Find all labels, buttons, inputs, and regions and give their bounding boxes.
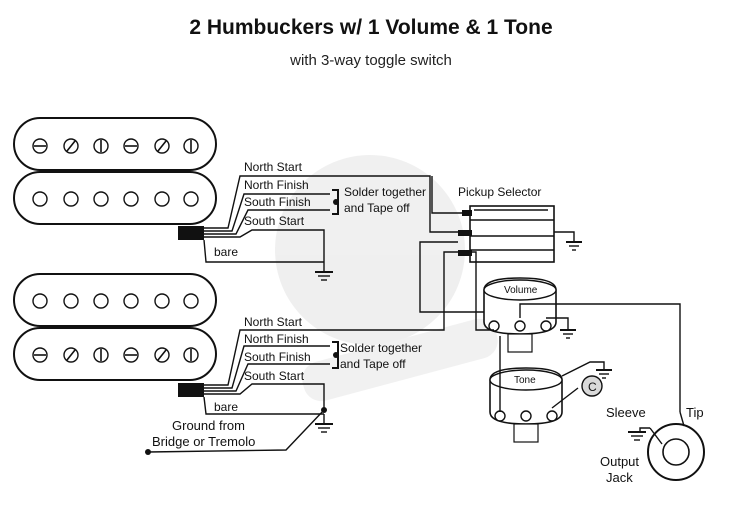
volume-pot: [466, 251, 681, 412]
bridge-coil-bottom: [13, 327, 217, 381]
bridge-bare-label: bare: [214, 400, 238, 414]
tone-label: Tone: [514, 375, 536, 386]
neck-bare-label: bare: [214, 245, 238, 259]
bridge-leads: [145, 251, 466, 455]
bridge-pole-screws-bottom: [32, 347, 199, 363]
bridge-north-start-label: North Start: [244, 315, 303, 329]
neck-coil-top: [13, 117, 217, 171]
neck-south-start-label: South Start: [244, 214, 305, 228]
jack-output-label-2: Jack: [606, 470, 633, 485]
neck-solder-note-2: and Tape off: [344, 201, 410, 215]
pickup-selector-label: Pickup Selector: [458, 185, 541, 199]
tone-pot: [489, 336, 612, 443]
neck-cable-jacket: [178, 226, 204, 240]
volume-label: Volume: [504, 285, 538, 296]
diagram-subtitle: with 3-way toggle switch: [290, 52, 452, 69]
neck-ground-symbol: [315, 262, 333, 281]
jack-output-label-1: Output: [600, 454, 639, 469]
diagram-title: 2 Humbuckers w/ 1 Volume & 1 Tone: [189, 16, 553, 39]
jack-tip-label: Tip: [686, 405, 704, 420]
bridge-north-finish-label: North Finish: [244, 332, 309, 346]
neck-humbucker: [13, 117, 217, 240]
bridge-ground-symbol: [315, 414, 333, 433]
bridge-humbucker: [13, 273, 217, 397]
bridge-south-finish-label: South Finish: [244, 350, 311, 364]
neck-north-start-label: North Start: [244, 160, 303, 174]
neck-south-finish-label: South Finish: [244, 195, 311, 209]
ground-note-2: Bridge or Tremolo: [152, 434, 255, 449]
neck-solder-note-1: Solder together: [344, 185, 426, 199]
bridge-south-start-label: South Start: [244, 369, 305, 383]
output-jack: [628, 411, 705, 481]
neck-coil-bottom: [13, 171, 217, 225]
tone-capacitor: [581, 375, 603, 397]
pickup-selector-switch: [419, 176, 582, 313]
neck-north-finish-label: North Finish: [244, 178, 309, 192]
capacitor-label: C: [588, 380, 597, 394]
jack-sleeve-label: Sleeve: [606, 405, 646, 420]
bridge-coil-top: [13, 273, 217, 327]
neck-pole-screws-top: [32, 138, 199, 154]
bridge-solder-note-2: and Tape off: [340, 357, 406, 371]
bridge-cable-jacket: [178, 383, 204, 397]
bridge-solder-note-1: Solder together: [340, 341, 422, 355]
neck-pole-pieces-bottom: [32, 191, 199, 207]
bridge-pole-pieces-top: [32, 293, 199, 309]
neck-leads: [203, 175, 466, 281]
ground-note-1: Ground from: [172, 418, 245, 433]
watermark: [275, 155, 540, 402]
